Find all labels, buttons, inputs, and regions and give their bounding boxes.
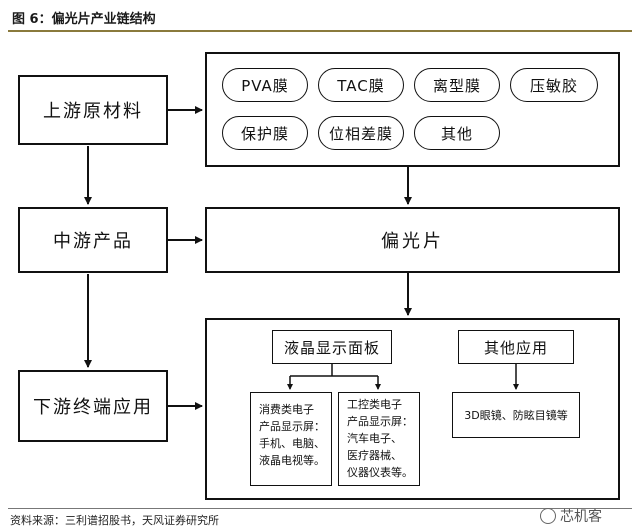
other-detail-box bbox=[452, 392, 580, 438]
upstream-label: 上游原材料 bbox=[43, 101, 143, 122]
midstream-box bbox=[18, 207, 168, 273]
wechat-icon bbox=[540, 508, 556, 524]
lcd-panel-label: 液晶显示面板 bbox=[283, 338, 380, 357]
downstream-label: 下游终端应用 bbox=[33, 397, 153, 418]
figure-title: 图 6：偏光片产业链结构 bbox=[12, 12, 156, 27]
consumer-line: 手机、电脑、 bbox=[259, 437, 325, 450]
industrial-line: 产品显示屏： bbox=[347, 415, 413, 428]
consumer-line: 液晶电视等。 bbox=[259, 454, 325, 467]
industrial-line: 医疗器械、 bbox=[347, 449, 402, 462]
title-divider bbox=[8, 30, 632, 32]
industrial-line: 工控类电子 bbox=[347, 398, 402, 411]
other-apps-box bbox=[458, 330, 574, 364]
material-other: 其他 bbox=[414, 116, 500, 150]
product-box bbox=[205, 207, 620, 273]
material-tac: TAC膜 bbox=[318, 68, 404, 102]
watermark: 芯机客 bbox=[540, 506, 602, 526]
lcd-panel-box bbox=[272, 330, 392, 364]
consumer-line: 产品显示屏： bbox=[259, 420, 325, 433]
watermark-text: 芯机客 bbox=[560, 509, 602, 525]
other-detail-label: 3D眼镜、防眩目镜等 bbox=[464, 409, 568, 422]
source-note: 资料来源：三利谱招股书，天风证券研究所 bbox=[10, 514, 219, 527]
material-release-film: 离型膜 bbox=[414, 68, 500, 102]
midstream-label: 中游产品 bbox=[53, 231, 133, 252]
material-psa: 压敏胶 bbox=[510, 68, 598, 102]
material-retardation-film: 位相差膜 bbox=[318, 116, 404, 150]
industrial-line: 汽车电子、 bbox=[347, 432, 402, 445]
material-protective-film: 保护膜 bbox=[222, 116, 308, 150]
other-apps-label: 其他应用 bbox=[483, 338, 548, 357]
upstream-box bbox=[18, 75, 168, 145]
material-pva: PVA膜 bbox=[222, 68, 308, 102]
product-label: 偏光片 bbox=[381, 231, 444, 252]
footer-divider bbox=[8, 508, 632, 509]
downstream-box bbox=[18, 370, 168, 442]
consumer-electronics-box: 消费类电子 产品显示屏： 手机、电脑、 液晶电视等。 bbox=[250, 392, 332, 486]
consumer-line: 消费类电子 bbox=[259, 403, 314, 416]
industrial-electronics-box: 工控类电子 产品显示屏： 汽车电子、 医疗器械、 仪器仪表等。 bbox=[338, 392, 420, 486]
industrial-line: 仪器仪表等。 bbox=[347, 466, 413, 479]
